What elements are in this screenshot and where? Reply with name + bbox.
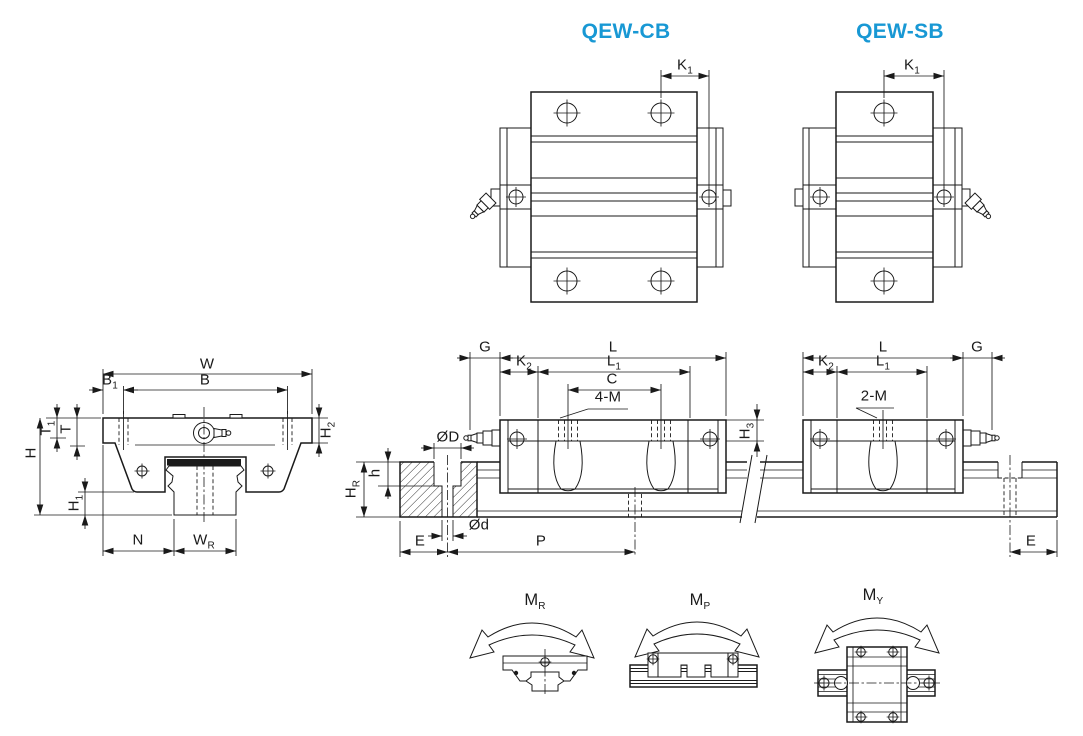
dim-p: P xyxy=(535,532,547,550)
dim-od-big: ØD xyxy=(436,428,460,446)
moment-my-drawing xyxy=(814,617,940,724)
side-view-cb-dimensions xyxy=(356,352,764,557)
top-view-cb-drawing xyxy=(465,91,732,303)
dim-w: W xyxy=(199,355,215,373)
front-view-dimensions xyxy=(34,369,328,556)
dim-e-sb: E xyxy=(1025,532,1037,550)
dim-2m: 2-M xyxy=(860,387,888,405)
dim-e-cb: E xyxy=(414,532,426,550)
dim-l-cb: L xyxy=(608,338,618,356)
label-mp: MP xyxy=(689,590,711,613)
dim-k1-cb: K1 xyxy=(677,56,693,77)
rail-and-section-drawing xyxy=(399,454,1058,524)
dim-k1-sb: K1 xyxy=(904,56,920,77)
dim-t: T xyxy=(57,424,75,434)
top-view-dimensions xyxy=(660,70,945,188)
dim-l-sb: L xyxy=(878,338,888,356)
dim-hr: HR xyxy=(342,479,363,499)
dim-b1: B1 xyxy=(102,371,118,392)
dim-h: H xyxy=(22,447,40,459)
side-view-sb-dimensions xyxy=(802,352,1058,557)
label-mr: MR xyxy=(524,590,546,613)
dim-h-depth: h xyxy=(366,468,384,478)
dim-4m: 4-M xyxy=(594,388,622,406)
dim-c: C xyxy=(606,370,618,388)
dim-n: N xyxy=(132,531,144,549)
dim-l1-cb: L1 xyxy=(606,352,622,373)
moment-arrow-icon xyxy=(634,621,760,658)
dim-g-cb: G xyxy=(479,338,491,356)
side-view-cb-drawing xyxy=(463,419,727,494)
moment-mp-drawing xyxy=(629,621,760,688)
grease-nipple-icon xyxy=(970,430,1000,446)
grease-nipple-icon xyxy=(463,430,493,446)
dim-od-small: Ød xyxy=(468,516,490,534)
label-my: MY xyxy=(862,585,884,608)
dim-t1: T1 xyxy=(37,420,58,436)
dim-l1-sb: L1 xyxy=(875,352,891,373)
front-view-drawing xyxy=(102,407,313,524)
moment-mr-drawing xyxy=(469,622,595,696)
top-view-sb-drawing xyxy=(794,91,996,303)
dim-wr: WR xyxy=(193,531,215,552)
dim-k2-sb: K2 xyxy=(818,352,834,373)
moment-arrow-icon xyxy=(469,622,595,659)
dim-h2: H2 xyxy=(317,421,338,439)
side-view-sb-drawing xyxy=(802,419,1000,494)
dim-h3: H3 xyxy=(736,422,757,440)
dim-k2-cb: K2 xyxy=(516,352,532,373)
title-qew-sb: QEW-SB xyxy=(856,20,944,43)
title-qew-cb: QEW-CB xyxy=(581,20,671,43)
dim-b: B xyxy=(199,371,211,389)
dim-g-sb: G xyxy=(971,338,983,356)
dim-h1: H1 xyxy=(65,494,86,512)
